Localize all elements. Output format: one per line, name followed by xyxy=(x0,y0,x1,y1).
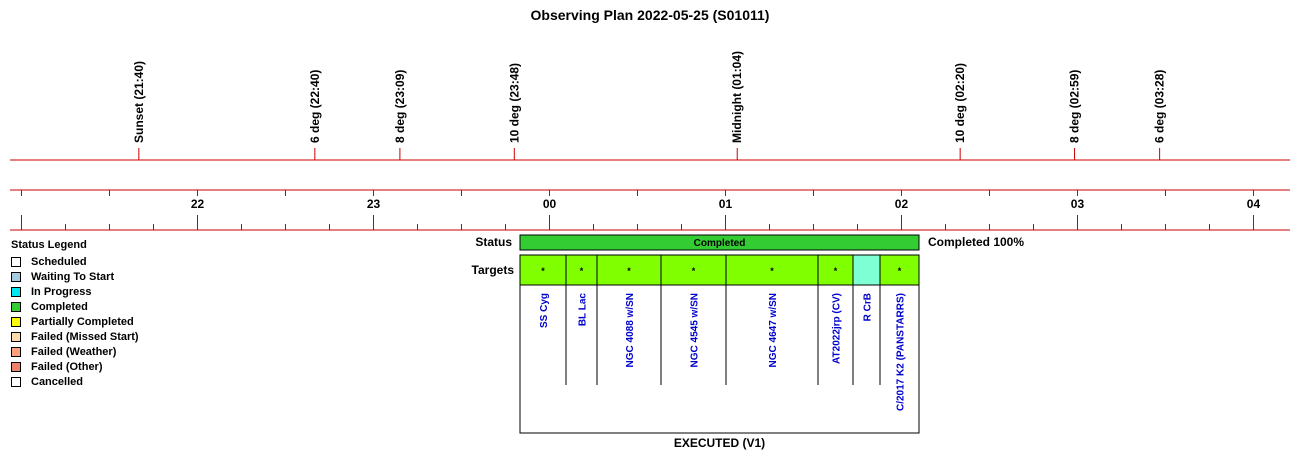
legend-label: Waiting To Start xyxy=(31,270,115,283)
target-name[interactable]: NGC 4647 w/SN xyxy=(768,293,779,367)
legend-swatch xyxy=(11,376,21,387)
target-marker: * xyxy=(580,266,584,276)
legend-item: Completed xyxy=(11,299,139,314)
legend-item: Cancelled xyxy=(11,374,139,389)
event-label: 8 deg (02:59) xyxy=(1068,70,1082,143)
status-summary: Completed 100% xyxy=(928,235,1024,249)
target-marker: * xyxy=(834,266,838,276)
hour-label: 01 xyxy=(719,197,733,211)
hour-label: 02 xyxy=(895,197,909,211)
legend-label: Completed xyxy=(31,300,88,313)
plan-title: Observing Plan 2022-05-25 (S01011) xyxy=(531,7,770,23)
legend-swatch xyxy=(11,301,21,312)
legend-swatch xyxy=(11,331,21,342)
legend-swatch xyxy=(11,286,21,297)
legend-label: Failed (Missed Start) xyxy=(31,330,139,343)
legend-swatch xyxy=(11,271,21,282)
event-markers: Sunset (21:40) 6 deg (22:40) 8 deg (23:09)… xyxy=(132,51,1167,160)
legend-item: In Progress xyxy=(11,284,139,299)
target-name[interactable]: R CrB xyxy=(863,293,874,321)
legend-label: In Progress xyxy=(31,285,92,298)
event-label: 10 deg (23:48) xyxy=(507,63,521,143)
hour-label: 03 xyxy=(1071,197,1085,211)
target-name[interactable]: BL Lac xyxy=(578,293,589,327)
legend-swatch xyxy=(11,346,21,357)
target-name[interactable]: SS Cyg xyxy=(539,293,550,328)
target-name[interactable]: AT2022jrp (CV) xyxy=(832,293,843,364)
legend-swatch xyxy=(11,361,21,372)
event-label: 6 deg (22:40) xyxy=(308,70,322,143)
hour-ticks: 22 23 00 01 02 03 04 xyxy=(21,190,1261,230)
status-bar[interactable] xyxy=(519,234,920,251)
event-label: 6 deg (03:28) xyxy=(1153,70,1167,143)
legend-label: Scheduled xyxy=(31,255,87,268)
targets-frame xyxy=(519,254,920,434)
targets-row-label: Targets xyxy=(472,263,515,277)
target-marker: * xyxy=(541,266,545,276)
legend-item: Waiting To Start xyxy=(11,269,139,284)
target-block[interactable] xyxy=(519,254,567,286)
legend-item: Scheduled xyxy=(11,254,139,269)
event-label: Sunset (21:40) xyxy=(132,61,146,143)
timeline-axis xyxy=(10,159,1290,231)
target-blocks: * SS Cyg * BL Lac * NGC 4088 w/SN * NGC 4545 w/… xyxy=(519,254,920,411)
legend-item: Failed (Weather) xyxy=(11,344,139,359)
hour-label: 04 xyxy=(1247,197,1261,211)
target-marker: * xyxy=(770,266,774,276)
target-name[interactable]: NGC 4088 w/SN xyxy=(625,293,636,367)
legend-swatch xyxy=(11,316,21,327)
legend-label: Partially Completed xyxy=(31,315,134,328)
legend-item: Failed (Missed Start) xyxy=(11,329,139,344)
hour-label: 00 xyxy=(543,197,557,211)
target-marker: * xyxy=(898,266,902,276)
target-block[interactable] xyxy=(725,254,819,286)
target-block[interactable] xyxy=(852,254,881,286)
legend-item: Partially Completed xyxy=(11,314,139,329)
target-marker: * xyxy=(692,266,696,276)
legend-label: Cancelled xyxy=(31,375,83,388)
legend-item: Failed (Other) xyxy=(11,359,139,374)
event-label: 8 deg (23:09) xyxy=(393,70,407,143)
hour-label: 22 xyxy=(191,197,205,211)
status-bar-text: Completed xyxy=(694,238,746,249)
status-legend-title: Status Legend xyxy=(11,239,87,251)
legend-swatch xyxy=(11,256,21,267)
status-row-label: Status xyxy=(475,235,512,249)
target-name[interactable]: NGC 4545 w/SN xyxy=(690,293,701,367)
target-name[interactable]: C/2017 K2 (PANSTARRS) xyxy=(896,293,907,411)
event-label: Midnight (01:04) xyxy=(730,51,744,143)
schedule-rows: Status Completed Completed 100% Targets … xyxy=(472,234,1024,450)
legend-label: Failed (Weather) xyxy=(31,345,117,358)
execution-footer: EXECUTED (V1) xyxy=(674,436,765,450)
target-marker: * xyxy=(627,266,631,276)
event-label: 10 deg (02:20) xyxy=(953,63,967,143)
legend-label: Failed (Other) xyxy=(31,360,103,373)
target-block[interactable] xyxy=(565,254,598,286)
hour-label: 23 xyxy=(367,197,381,211)
